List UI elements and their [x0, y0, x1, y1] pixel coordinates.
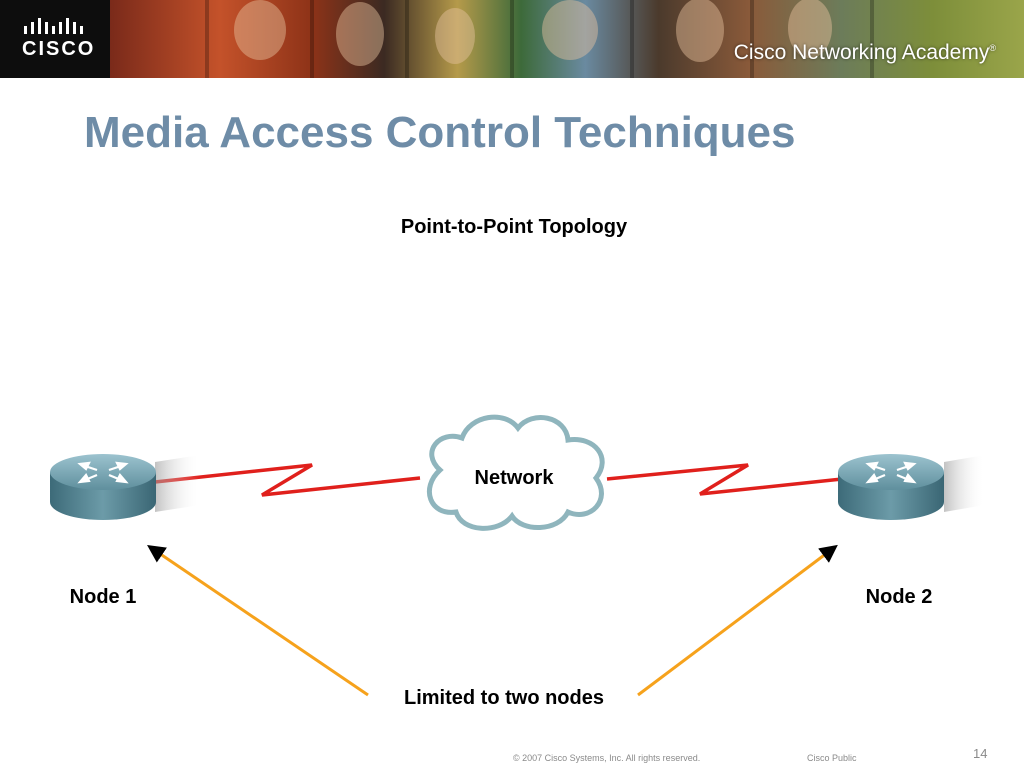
- serial-link-right: [606, 463, 843, 496]
- footer-classification: Cisco Public: [807, 753, 857, 763]
- topology-title: Point-to-Point Topology: [401, 216, 628, 238]
- header-banner: CISCO: [0, 0, 1024, 78]
- cloud-label: Network: [475, 467, 555, 489]
- network-cloud: Network: [427, 414, 605, 531]
- academy-label: Cisco Networking Academy®: [733, 41, 996, 64]
- router-arrows-icon: [77, 461, 129, 484]
- node-2-label: Node 2: [866, 586, 933, 608]
- router-node-1[interactable]: [50, 454, 200, 520]
- node-1-label: Node 1: [70, 586, 137, 608]
- photo-collage: [110, 0, 1024, 78]
- annotation-label: Limited to two nodes: [404, 687, 604, 709]
- cisco-bars-icon: [24, 18, 83, 34]
- point-to-point-diagram: Point-to-Point Topology Network Node: [50, 216, 985, 709]
- annotation-arrow-right: [637, 544, 838, 697]
- router-arrows-icon: [865, 461, 917, 484]
- page-number: 14: [973, 746, 988, 761]
- slide-title: Media Access Control Techniques: [84, 108, 796, 157]
- footer-copyright: © 2007 Cisco Systems, Inc. All rights re…: [513, 753, 701, 763]
- router-node-2[interactable]: [838, 454, 985, 520]
- annotation-arrow-left: [147, 544, 369, 697]
- logo-text: CISCO: [22, 38, 96, 60]
- serial-link-left: [154, 463, 421, 497]
- cisco-logo[interactable]: CISCO: [0, 0, 110, 78]
